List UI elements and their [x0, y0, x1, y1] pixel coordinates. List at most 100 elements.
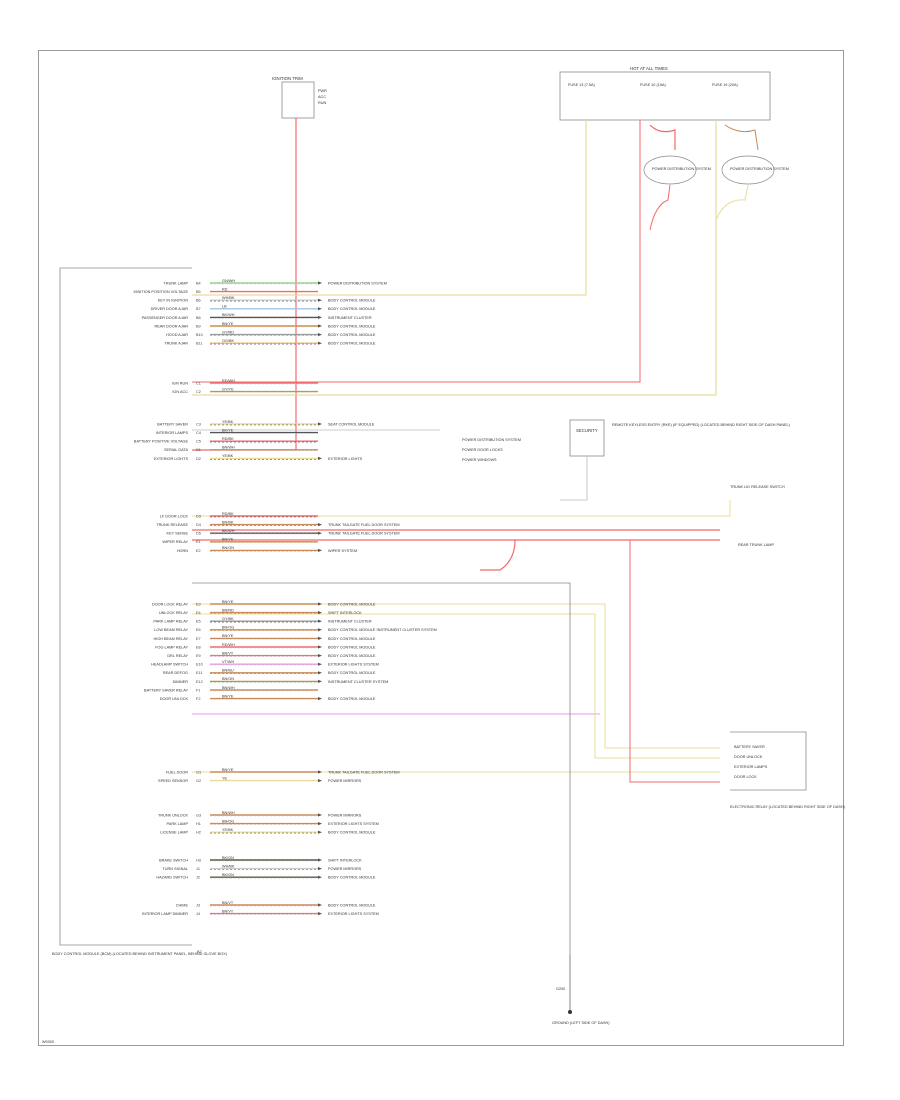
wire-row-arrow: [318, 770, 322, 774]
bcm-function-label: TRUNK AJAR: [164, 342, 188, 346]
wire-row-code: BK/WH: [222, 529, 235, 533]
wire-row-code: BN/WH: [222, 686, 235, 690]
wire-row-destination: BODY CONTROL MODULE: [328, 697, 376, 701]
wire-row-pin: E3: [196, 602, 201, 606]
relay-pin-4: DOOR LOCK: [734, 775, 757, 779]
ignition-line-3: RUN: [318, 101, 326, 105]
security-note: REMOTE KEYLESS ENTRY (RKE) (IF EQUIPPED)…: [612, 423, 791, 427]
relay-bracket: [730, 731, 807, 791]
bcm-function-label: HAZARD SWITCH: [156, 876, 188, 880]
wire-row-code: BK/WH: [222, 313, 235, 317]
trunk-release-branch-wire: [480, 539, 516, 571]
wire-row-pin: B8: [196, 316, 201, 320]
wire-row-code: BN/GN: [222, 677, 234, 681]
bcm-function-label: REAR DOOR AJAR: [154, 324, 188, 328]
bcm-function-label: BATTERY SAVER RELAY: [144, 688, 188, 692]
wire-row-pin: C5: [196, 440, 201, 444]
bcm-bottom-pin: B2: [197, 950, 202, 954]
wire-row-destination: EXTERIOR LIGHTS SYSTEM: [328, 663, 379, 667]
footer-code: W0000: [42, 1040, 54, 1044]
wire-row-code: WH/BK: [222, 296, 235, 300]
wire-row-code: GY/RD: [222, 330, 234, 334]
wire-row-destination: BODY CONTROL MODULE INSTRUMENT CLUSTER S…: [328, 628, 437, 632]
wire-row-destination: SHIFT INTERLOCK: [328, 611, 362, 615]
wire-row-pin: E8: [196, 645, 201, 649]
bcm-bracket: [59, 267, 192, 946]
bcm-function-label: DIMMER: [173, 680, 189, 684]
wire-row-pin: E7: [196, 637, 201, 641]
wire-row-arrow: [318, 671, 322, 675]
wire-row-destination: TRUNK TAILGATE FUEL DOOR SYSTEM: [328, 532, 400, 536]
relay-pin-3: EXTERIOR LAMPS: [734, 765, 768, 769]
wire-row-code: BN/BK: [222, 520, 234, 524]
wire-row-arrow: [318, 298, 322, 302]
relay-feed-wire-4: [629, 540, 720, 783]
wire-row-destination: INSTRUMENT CLUSTER: [328, 620, 372, 624]
wire-row-arrow: [318, 619, 322, 623]
wire-row-destination: INSTRUMENT CLUSTER: [328, 316, 372, 320]
relay-feed-wire-2: [192, 613, 720, 759]
bcm-function-label: PASSENGER DOOR AJAR: [142, 316, 189, 320]
connector-right-b: REAR TRUNK LAMP: [738, 543, 774, 547]
wire-row-destination: BODY CONTROL MODULE: [328, 342, 376, 346]
junction-box-outline: [559, 71, 771, 121]
security-module: SECURITY REMOTE KEYLESS ENTRY (RKE) (IF …: [569, 419, 791, 457]
wire-row-code: GY/YE: [222, 387, 234, 391]
wire-row-pin: C4: [196, 431, 201, 435]
wire-row-code: WH/BK: [222, 864, 235, 868]
bcm-function-label: DRIVER DOOR AJAR: [151, 307, 189, 311]
security-out-wire: [560, 456, 588, 501]
wire-row-pin: C1: [196, 381, 201, 385]
wire-row-destination: EXTERIOR LIGHTS SYSTEM: [328, 912, 379, 916]
wire-row-arrow: [318, 679, 322, 683]
wire-row-pin: B6: [196, 299, 201, 303]
key-sense-ground-wire: [192, 582, 571, 955]
wire-row-pin: J4: [196, 912, 200, 916]
wire-row-arrow: [318, 602, 322, 606]
serial-data-wire: [192, 500, 731, 517]
wire-row-arrow: [318, 903, 322, 907]
ground-label: G200: [556, 987, 565, 991]
wire-row-arrow: [318, 531, 322, 535]
wire-row-destination: BODY CONTROL MODULE: [328, 654, 376, 658]
wire-row-arrow: [318, 548, 322, 552]
power-distribution-2: POWER DISTRIBUTION SYSTEM: [721, 155, 789, 185]
ignition-switch-title: IGNITION TRIM: [272, 76, 303, 81]
wire-row-code: BN/WH: [222, 811, 235, 815]
wire-row-arrow: [318, 333, 322, 337]
wire-row-arrow: [318, 307, 322, 311]
bcm-function-label: HORN: [177, 549, 188, 553]
wire-row-pin: B10: [196, 333, 203, 337]
bcm-caption: BODY CONTROL MODULE (BCM) (LOCATED BEHIN…: [52, 952, 228, 956]
wire-row-pin: G3: [196, 813, 201, 817]
wire-row-pin: H1: [196, 822, 201, 826]
wire-row-pin: E12: [196, 680, 203, 684]
wire-row-code: BN/GN: [222, 546, 234, 550]
bcm-function-label: INTERIOR LAMP DIMMER: [142, 912, 188, 916]
wire-row-destination: INSTRUMENT CLUSTER SYSTEM: [328, 680, 388, 684]
wire-row-pin: D5: [196, 532, 201, 536]
wire-row-pin: J2: [196, 876, 200, 880]
fuse-right-label: FUSE 19 (20A): [712, 83, 738, 87]
wire-row-destination: POWER MIRRORS: [328, 867, 362, 871]
wire-row-code: GN/WH: [222, 279, 235, 283]
wire-row-code: BN/VT: [222, 651, 234, 655]
wire-row-destination: POWER MIRRORS: [328, 779, 362, 783]
wire-row-arrow: [318, 645, 322, 649]
junction-box-title: HOT AT ALL TIMES: [630, 66, 668, 71]
wire-row-code: BN/BU: [222, 669, 234, 673]
wire-row-pin: G1: [196, 770, 201, 774]
fuse-mid-feed-wire: [192, 120, 641, 383]
wire-row-arrow: [318, 912, 322, 916]
wire-row-destination: TRUNK TAILGATE FUEL DOOR SYSTEM: [328, 523, 400, 527]
power-distribution-1: POWER DISTRIBUTION SYSTEM: [643, 155, 711, 185]
wire-row-pin: H2: [196, 831, 201, 835]
wire-row-code: BK/GN: [222, 856, 234, 860]
bcm-function-label: UNLOCK RELAY: [159, 611, 189, 615]
power-dist-1-shape: [643, 155, 697, 185]
bcm-function-label: TURN SIGNAL: [162, 867, 188, 871]
wire-row-arrow: [318, 858, 322, 862]
wire-row-code: BN/WH: [222, 446, 235, 450]
wire-row-code: BN/RD: [222, 608, 234, 612]
